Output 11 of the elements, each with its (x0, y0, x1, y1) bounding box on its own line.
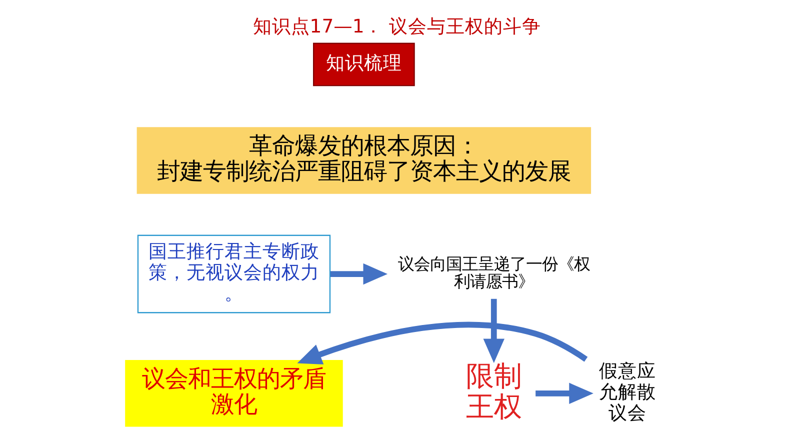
arrow (330, 263, 388, 285)
node-box: 国王推行君主专断政策，无视议会的权力。 (137, 234, 331, 314)
diagram-title: 知识点17—1． 议会与王权的斗争 (252, 16, 542, 38)
node-box: 议会和王权的矛盾激化 (125, 360, 343, 427)
node-text: 假意应允解散议会 (598, 360, 656, 424)
node-box: 革命爆发的根本原因： 封建专制统治严重阻碍了资本主义的发展 (136, 127, 592, 194)
arrow (297, 322, 588, 364)
node-text: 限制王权 (466, 359, 522, 423)
arrow (536, 382, 594, 404)
node-text: 议会向国王呈递了一份《权利请愿书》 (398, 254, 590, 292)
node-box: 知识梳理 (313, 42, 415, 86)
